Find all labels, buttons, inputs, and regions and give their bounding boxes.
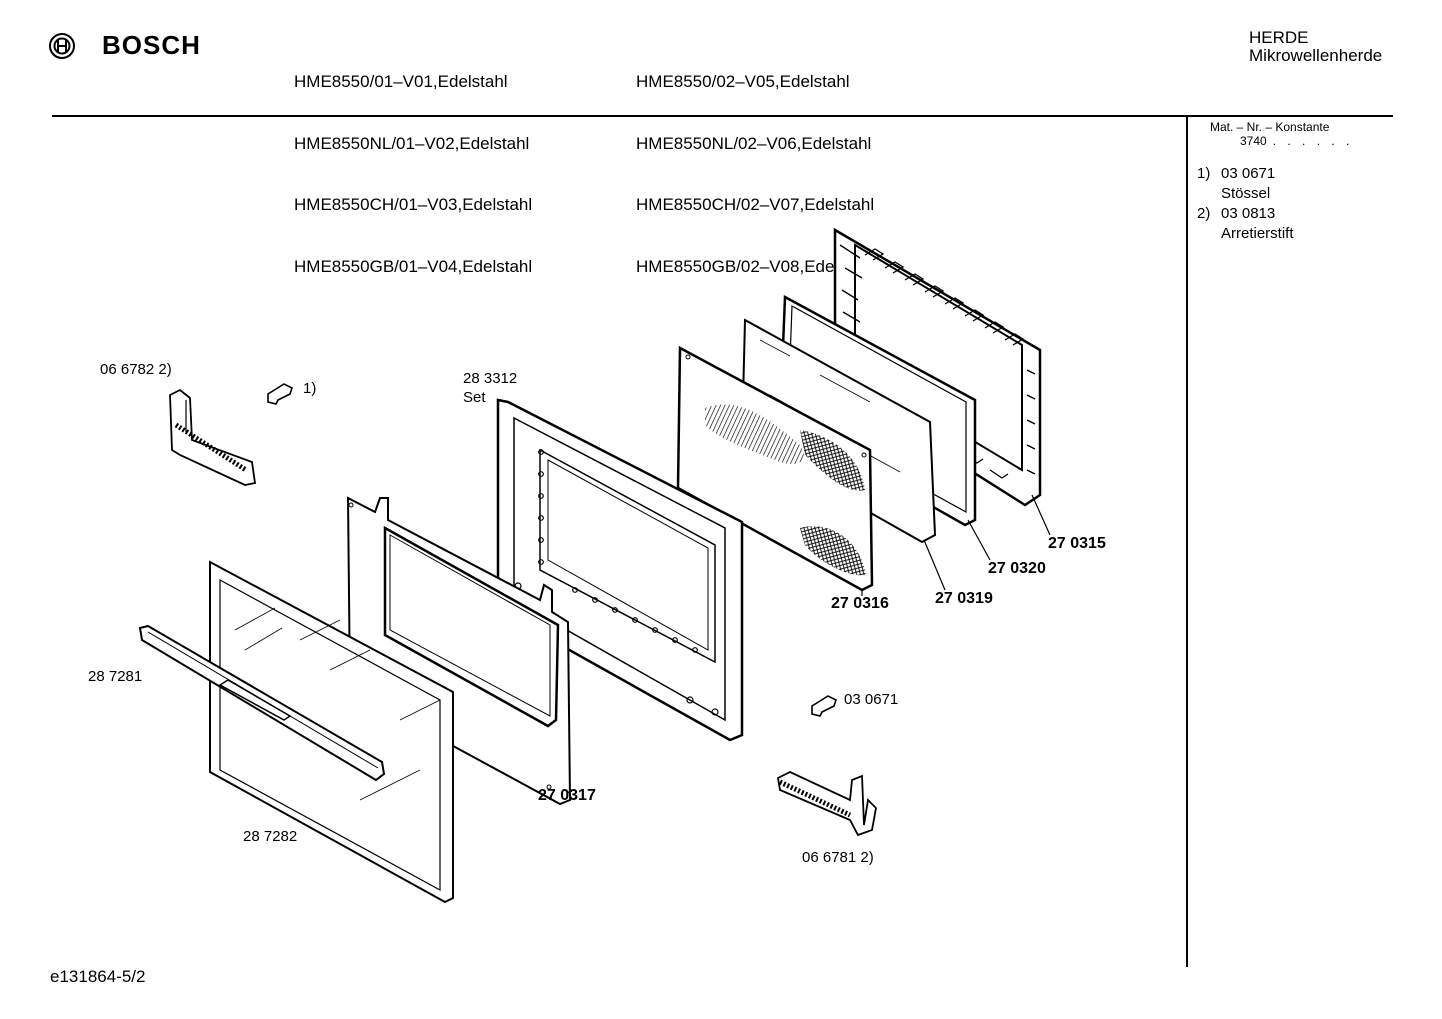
part-label-screen-panel: 27 0316	[831, 595, 889, 612]
hinge-left	[169, 388, 257, 486]
part-label-handle: 28 7281	[88, 668, 143, 685]
part-label-plunger-note: 1)	[303, 380, 317, 397]
part-label-plunger-right: 03 0671	[844, 691, 899, 708]
category-title: HERDE	[1249, 28, 1309, 47]
model-item: HME8550/01–V01,Edelstahl	[294, 72, 508, 91]
note-desc: Stössel	[1221, 185, 1271, 202]
note-item-desc: Arretierstift	[1197, 224, 1294, 244]
plunger-left	[267, 383, 293, 405]
mat-nr-dots: . . . . . .	[1272, 134, 1354, 148]
model-item: HME8550CH/01–V03,Edelstahl	[294, 195, 533, 214]
model-item: HME8550GB/01–V04,Edelstahl	[294, 256, 533, 276]
part-label-hinge-right: 06 6781 2)	[802, 849, 874, 866]
note-item: 2) 03 0813	[1197, 204, 1294, 224]
part-label-set: Set	[463, 389, 486, 406]
note-number: 2)	[1197, 205, 1211, 222]
model-item: HME8550CH/02–V07,Edelstahl	[636, 195, 875, 214]
sidebar-divider	[1186, 117, 1188, 967]
note-number: 1)	[1197, 165, 1211, 182]
model-item: HME8550GB/02–V08,Edelstahl	[636, 256, 875, 276]
inner-frame	[346, 496, 572, 806]
category-subtitle: Mikrowellenherde	[1249, 46, 1383, 65]
note-item-desc: Stössel	[1197, 184, 1294, 204]
note-code: 03 0671	[1221, 165, 1276, 182]
model-item: HME8550NL/01–V02,Edelstahl	[294, 133, 530, 153]
model-item: HME8550/02–V05,Edelstahl	[636, 72, 850, 91]
part-label-outer-glass: 28 7282	[243, 828, 298, 845]
note-desc: Arretierstift	[1221, 225, 1294, 242]
brand: BOSCH	[48, 30, 201, 61]
category-block: HERDE Mikrowellenherde	[1249, 29, 1382, 65]
part-label-glass-pane: 27 0319	[935, 590, 993, 607]
note-code: 03 0813	[1221, 205, 1276, 222]
leader-lines	[564, 494, 1051, 794]
header-divider	[52, 115, 1393, 117]
model-list-left: HME8550/01–V01,Edelstahl HME8550NL/01–V0…	[294, 31, 532, 298]
mat-nr-title: Mat. – Nr. – Konstante	[1210, 120, 1330, 134]
note-item: 1) 03 0671	[1197, 164, 1294, 184]
door-handle	[138, 624, 386, 782]
bosch-logo-icon	[49, 32, 75, 59]
mat-nr-value: 3740	[1240, 134, 1267, 148]
exploded-view-drawing	[138, 227, 1051, 904]
notes-list: 1) 03 0671 Stössel 2) 03 0813 Arretierst…	[1197, 164, 1294, 244]
plunger-right	[811, 695, 837, 717]
part-label-choke-frame: 27 0315	[1048, 535, 1106, 552]
model-item: HME8550NL/02–V06,Edelstahl	[636, 133, 872, 153]
document-id: e131864-5/2	[50, 967, 146, 986]
part-label-seal: 27 0320	[988, 560, 1046, 577]
brand-name: BOSCH	[102, 30, 201, 60]
part-label-hinge-left: 06 6782 2)	[100, 361, 172, 378]
model-list-right: HME8550/02–V05,Edelstahl HME8550NL/02–V0…	[636, 31, 874, 298]
hinge-right	[777, 771, 877, 837]
part-label-inner-frame: 27 0317	[538, 787, 596, 804]
mat-nr-block: Mat. – Nr. – Konstante 3740 . . . . . .	[1210, 120, 1353, 148]
part-label-set-code: 28 3312	[463, 370, 518, 387]
screen-panel	[676, 345, 874, 592]
